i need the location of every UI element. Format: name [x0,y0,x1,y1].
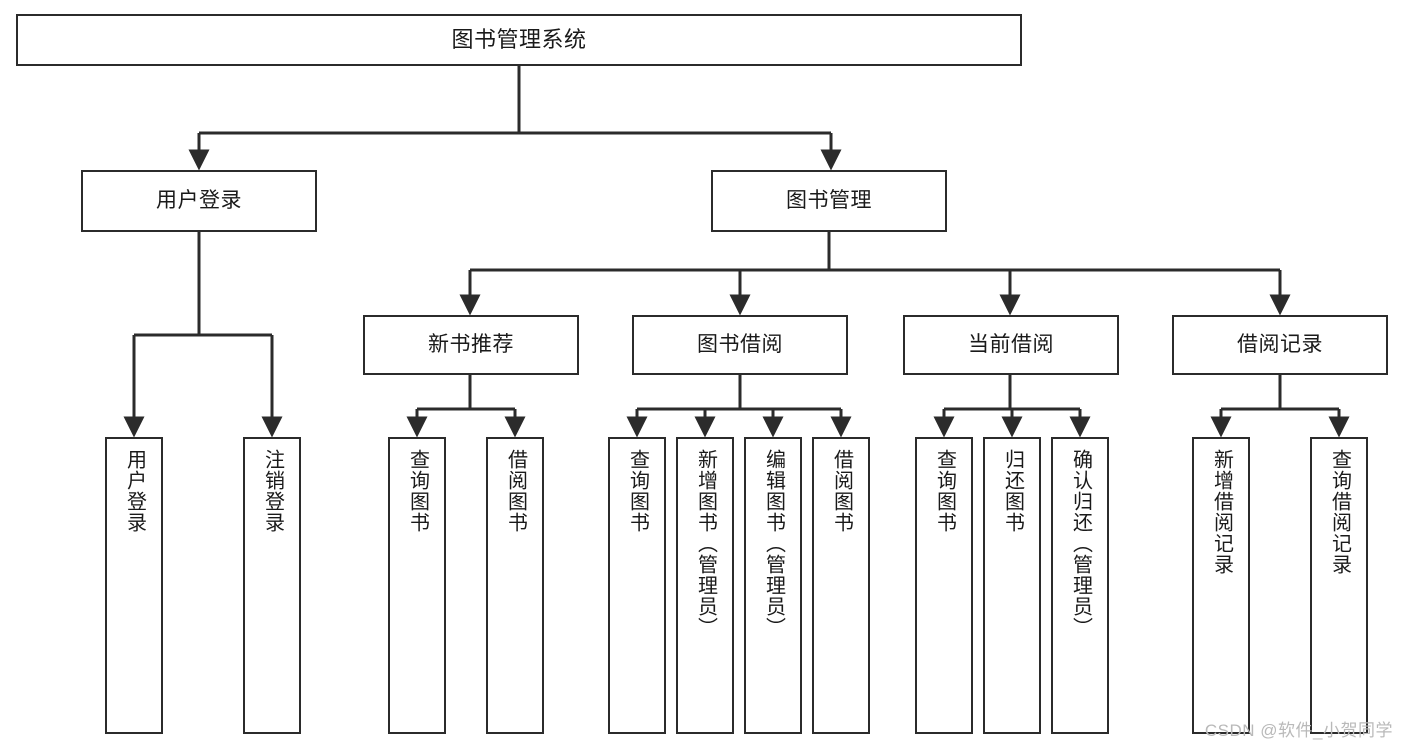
node-leaf-edit-book[interactable]: 编辑图书（管理员） [744,437,802,734]
node-leaf-user-login-label: 用户登录 [123,449,146,533]
node-leaf-borrow-book-a-label: 借阅图书 [504,449,527,533]
node-leaf-borrow-book-b-label: 借阅图书 [830,449,853,533]
node-borrow-record[interactable]: 借阅记录 [1172,315,1388,375]
node-borrow-record-label: 借阅记录 [1237,332,1323,356]
node-leaf-query-book-a[interactable]: 查询图书 [388,437,446,734]
node-leaf-edit-book-label: 编辑图书（管理员） [762,449,785,638]
node-leaf-add-book-label: 新增图书（管理员） [694,449,717,638]
node-leaf-confirm-return[interactable]: 确认归还（管理员） [1051,437,1109,734]
node-leaf-confirm-return-label: 确认归还（管理员） [1069,449,1092,638]
node-book-manage[interactable]: 图书管理 [711,170,947,232]
node-leaf-borrow-book-a[interactable]: 借阅图书 [486,437,544,734]
node-root-label: 图书管理系统 [451,27,587,53]
node-leaf-add-borrow-record-label: 新增借阅记录 [1210,449,1233,575]
node-leaf-query-book-b-label: 查询图书 [626,449,649,533]
node-leaf-add-borrow-record[interactable]: 新增借阅记录 [1192,437,1250,734]
node-leaf-query-book-c[interactable]: 查询图书 [915,437,973,734]
node-leaf-query-borrow-record[interactable]: 查询借阅记录 [1310,437,1368,734]
node-leaf-add-book[interactable]: 新增图书（管理员） [676,437,734,734]
node-leaf-borrow-book-b[interactable]: 借阅图书 [812,437,870,734]
node-leaf-query-borrow-record-label: 查询借阅记录 [1328,449,1351,575]
node-leaf-query-book-b[interactable]: 查询图书 [608,437,666,734]
node-user-login-label: 用户登录 [156,188,242,212]
node-leaf-query-book-a-label: 查询图书 [406,449,429,533]
node-current-borrow-label: 当前借阅 [968,332,1054,356]
csdn-watermark: CSDN @软件_小贺同学 [1204,721,1393,740]
node-book-borrow-label: 图书借阅 [697,332,783,356]
node-new-book-recommend[interactable]: 新书推荐 [363,315,579,375]
node-root[interactable]: 图书管理系统 [16,14,1022,66]
node-leaf-user-login[interactable]: 用户登录 [105,437,163,734]
node-current-borrow[interactable]: 当前借阅 [903,315,1119,375]
node-user-login[interactable]: 用户登录 [81,170,317,232]
node-leaf-logout-login[interactable]: 注销登录 [243,437,301,734]
node-new-book-recommend-label: 新书推荐 [428,332,514,356]
node-leaf-query-book-c-label: 查询图书 [933,449,956,533]
node-book-manage-label: 图书管理 [786,188,872,212]
node-leaf-logout-login-label: 注销登录 [261,449,284,533]
node-leaf-return-book-label: 归还图书 [1001,449,1024,533]
node-book-borrow[interactable]: 图书借阅 [632,315,848,375]
node-leaf-return-book[interactable]: 归还图书 [983,437,1041,734]
